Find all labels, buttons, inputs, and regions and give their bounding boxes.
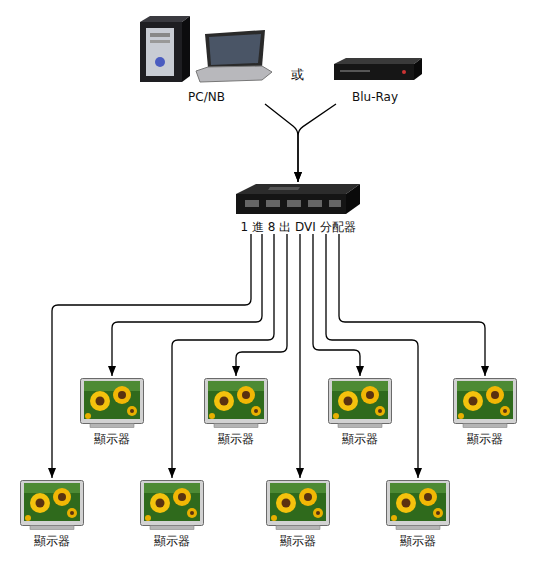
display-node: 顯示器 — [136, 478, 208, 548]
source-node: Blu-Ray — [326, 52, 424, 104]
splitter-top — [236, 184, 360, 194]
or-label: 或 — [291, 67, 304, 82]
splitter-port — [329, 200, 341, 207]
signal-arrow — [236, 234, 287, 376]
bluray-front — [334, 64, 414, 80]
splitter-port — [245, 200, 259, 207]
splitter-port — [308, 200, 322, 207]
monitor-picture — [387, 481, 450, 530]
node-label: 顯示器 — [94, 432, 130, 446]
display-node: 顯示器 — [449, 376, 521, 446]
bluray-top — [334, 58, 422, 64]
display-node: 顯示器 — [16, 478, 88, 548]
display-node: 顯示器 — [200, 376, 272, 446]
node-label: 顯示器 — [467, 432, 503, 446]
pc-tower — [140, 16, 190, 82]
node-label: Blu-Ray — [352, 90, 398, 104]
splitter-device — [236, 184, 360, 214]
node-label: 顯示器 — [154, 534, 190, 548]
signal-arrow — [298, 104, 336, 182]
signal-arrow — [326, 234, 418, 478]
pc-side — [182, 16, 190, 82]
signal-arrow — [339, 234, 485, 376]
bluray-tray — [340, 70, 370, 72]
signal-arrow — [112, 234, 262, 376]
node-label: 顯示器 — [280, 534, 316, 548]
source-node: PC/NB — [138, 18, 275, 104]
splitter-node: 1 進 8 出 DVI 分配器 — [228, 182, 368, 234]
laptop-base — [196, 66, 272, 82]
display-node: 顯示器 — [324, 376, 396, 446]
node-label: 顯示器 — [34, 534, 70, 548]
laptop-screen — [209, 34, 261, 65]
bluray-side — [414, 58, 422, 80]
display-node: 顯示器 — [76, 376, 148, 446]
monitor-picture — [81, 379, 144, 428]
splitter-port — [266, 200, 280, 207]
splitter-vent — [268, 187, 300, 190]
signal-arrow — [172, 234, 274, 478]
splitter-side — [346, 184, 360, 214]
signal-arrow — [52, 234, 251, 478]
node-label: 顯示器 — [400, 534, 436, 548]
bluray-led — [402, 70, 406, 74]
monitor-picture — [205, 379, 268, 428]
monitor-picture — [454, 379, 517, 428]
splitter-port — [287, 200, 301, 207]
node-label: 顯示器 — [218, 432, 254, 446]
node-label: PC/NB — [188, 90, 225, 104]
signal-arrow — [313, 234, 360, 376]
display-node: 顯示器 — [262, 478, 334, 548]
laptop-lid — [205, 30, 265, 68]
monitor-picture — [267, 481, 330, 530]
pc-drive — [150, 40, 170, 43]
pc-front — [146, 28, 174, 76]
display-node: 顯示器 — [382, 478, 454, 548]
node-label: 顯示器 — [342, 432, 378, 446]
splitter-front — [236, 194, 346, 214]
monitor-picture — [141, 481, 204, 530]
laptop — [196, 30, 272, 82]
pc-drive — [150, 33, 170, 37]
pc-button — [155, 57, 165, 67]
monitor-picture — [329, 379, 392, 428]
bluray-player — [334, 58, 422, 80]
pc-top — [140, 16, 190, 22]
signal-arrow — [265, 104, 298, 182]
pc-body — [140, 22, 182, 82]
signal-arrow — [299, 234, 300, 478]
monitor-picture — [21, 481, 84, 530]
node-label: 1 進 8 出 DVI 分配器 — [240, 220, 355, 234]
